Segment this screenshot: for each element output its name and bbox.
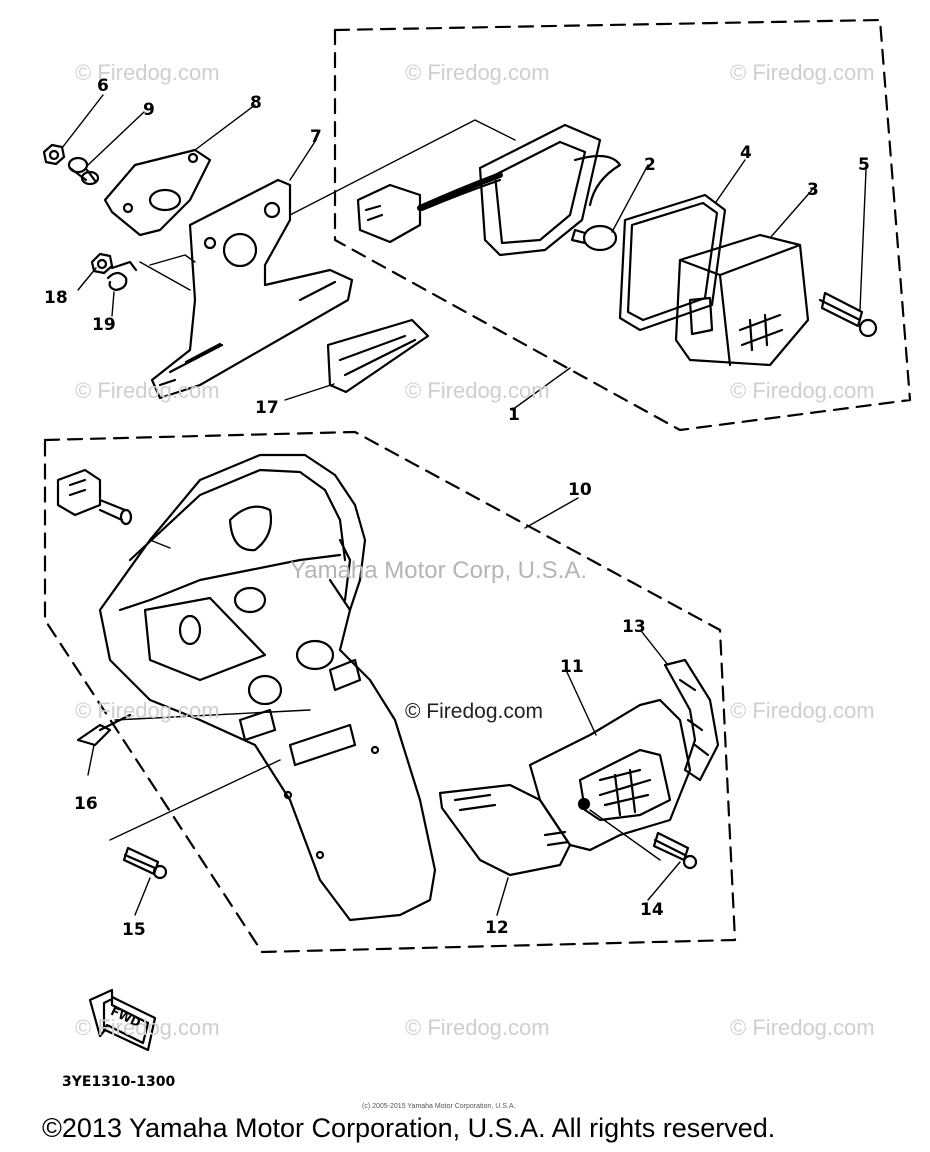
callout-4: 4 xyxy=(740,143,752,163)
screw-part-14 xyxy=(652,831,698,870)
callout-3: 3 xyxy=(807,180,819,200)
screw-part-15 xyxy=(122,846,168,880)
callout-7: 7 xyxy=(310,127,322,147)
callout-9: 9 xyxy=(143,100,155,120)
watermark: © Firedog.com xyxy=(730,698,875,723)
callout-1: 1 xyxy=(508,405,520,425)
side-reflector-part-13 xyxy=(663,658,720,782)
callout-8: 8 xyxy=(250,93,262,113)
callout-18: 18 xyxy=(44,288,68,308)
callout-5: 5 xyxy=(858,155,870,175)
bracket-part-7 xyxy=(150,178,354,400)
callout-17: 17 xyxy=(255,398,279,418)
callout-19: 19 xyxy=(92,315,116,335)
callout-12: 12 xyxy=(485,918,509,938)
housing-base xyxy=(478,123,622,257)
nut-part-6 xyxy=(42,143,66,166)
callout-2: 2 xyxy=(644,155,656,175)
connector-housing xyxy=(356,172,503,244)
watermark: © Firedog.com xyxy=(730,1015,875,1040)
bulb-part-2 xyxy=(570,224,618,252)
center-watermark: Yamaha Motor Corp, U.S.A. xyxy=(290,557,587,584)
callout-11: 11 xyxy=(560,657,584,677)
clip-part-16 xyxy=(76,713,132,747)
watermark: © Firedog.com xyxy=(405,60,550,85)
callout-13: 13 xyxy=(622,617,646,637)
connector-plug xyxy=(56,468,133,526)
lens-part-3 xyxy=(674,233,810,367)
watermark: © Firedog.com xyxy=(730,60,875,85)
watermark: © Firedog.com xyxy=(405,378,550,403)
reflector-part-17 xyxy=(326,318,430,394)
inline-watermark: © Firedog.com xyxy=(405,700,544,723)
callout-16: 16 xyxy=(74,794,98,814)
watermark: © Firedog.com xyxy=(730,378,875,403)
gasket-part-4 xyxy=(618,193,727,332)
watermark: © Firedog.com xyxy=(75,60,220,85)
watermark: © Firedog.com xyxy=(75,698,220,723)
footer-copyright: ©2013 Yamaha Motor Corporation, U.S.A. A… xyxy=(42,1113,776,1143)
clip-part-19 xyxy=(106,260,138,292)
group-10-boundary xyxy=(43,430,737,954)
watermark: © Firedog.com xyxy=(75,378,220,403)
small-copyright: (c) 2005-2015 Yamaha Motor Corporation, … xyxy=(362,1103,516,1110)
watermark: © Firedog.com xyxy=(405,1015,550,1040)
side-lens-part-12 xyxy=(438,783,572,877)
fwd-arrow-icon xyxy=(88,988,157,1052)
callout-6: 6 xyxy=(97,76,109,96)
callout-15: 15 xyxy=(122,920,146,940)
stay-part-8 xyxy=(103,148,212,237)
leader-lines xyxy=(61,94,867,916)
screw-part-5 xyxy=(818,291,878,338)
callout-14: 14 xyxy=(640,900,664,920)
diagram-code: 3YE1310-1300 xyxy=(62,1074,176,1090)
callout-10: 10 xyxy=(568,480,592,500)
rear-fender-part-10 xyxy=(98,453,437,922)
taillight-lens-part-11 xyxy=(528,698,692,852)
watermark: © Firedog.com xyxy=(75,1015,220,1040)
group-1-boundary xyxy=(333,18,912,432)
spacer-part-9 xyxy=(67,156,100,186)
